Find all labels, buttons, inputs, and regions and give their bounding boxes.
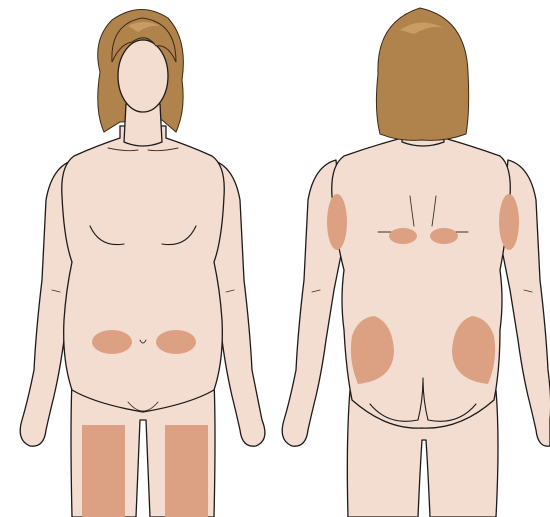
zone-upper-arm-left bbox=[327, 194, 347, 250]
zone-thigh-left bbox=[82, 425, 125, 517]
zone-scapula-right bbox=[430, 228, 458, 244]
zone-thigh-right bbox=[165, 425, 208, 517]
front-figure bbox=[20, 9, 265, 517]
front-face bbox=[118, 40, 168, 112]
back-figure bbox=[282, 8, 550, 517]
zone-scapula-left bbox=[389, 228, 417, 244]
zone-abdomen-left bbox=[92, 330, 132, 354]
front-torso bbox=[62, 126, 225, 412]
zone-upper-arm-right bbox=[499, 194, 519, 250]
zone-abdomen-right bbox=[156, 330, 196, 354]
